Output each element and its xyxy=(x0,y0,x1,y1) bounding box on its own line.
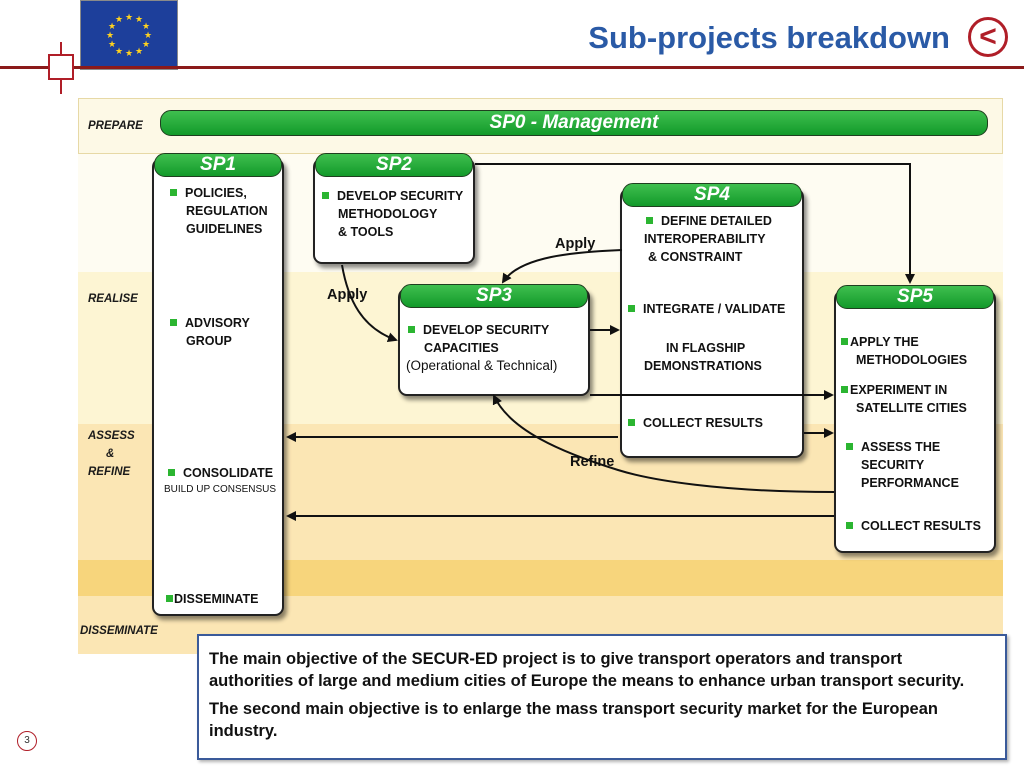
page-number: 3 xyxy=(17,731,37,751)
label-apply-sp4: Apply xyxy=(555,236,596,252)
sp2-item-develop: DEVELOP SECURITY xyxy=(322,187,463,205)
sp1-box xyxy=(152,158,284,616)
sp1-item-policies: POLICIES, xyxy=(170,184,247,202)
svg-text:★: ★ xyxy=(125,13,133,23)
svg-text:★: ★ xyxy=(135,15,143,25)
sp4-item-constraint: & CONSTRAINT xyxy=(648,250,743,264)
svg-text:★: ★ xyxy=(108,40,116,50)
sp5-item-satellite: SATELLITE CITIES xyxy=(856,401,967,415)
arrow-apply-sp4-sp3 xyxy=(501,249,623,284)
sp2-header: SP2 xyxy=(315,153,473,177)
sp1-item-group: GROUP xyxy=(186,334,232,348)
sp5-item-assess: ASSESS THE xyxy=(846,438,940,456)
label-apply-sp2: Apply xyxy=(327,287,368,303)
arrow-refine-sp5-sp3 xyxy=(492,394,835,493)
objective-line-2: authorities of large and medium cities o… xyxy=(209,672,965,690)
sp0-management-bar: SP0 - Management xyxy=(160,110,988,136)
sp5-item-security: SECURITY xyxy=(861,458,925,472)
sp3-item-operational: (Operational & Technical) xyxy=(406,358,558,373)
bullet-icon xyxy=(846,443,853,450)
phase-disseminate: DISSEMINATE xyxy=(80,625,158,637)
svg-text:★: ★ xyxy=(135,47,143,57)
sp4-header: SP4 xyxy=(622,183,802,207)
phase-assess: ASSESS xyxy=(88,430,135,442)
objective-box: The main objective of the SECUR-ED proje… xyxy=(197,634,1007,760)
svg-text:★: ★ xyxy=(106,31,114,41)
arrow-sp2-to-sp5 xyxy=(475,163,915,284)
sp1-item-regulation: REGULATION xyxy=(186,204,268,218)
sp4-box xyxy=(620,188,804,458)
svg-text:★: ★ xyxy=(144,31,152,41)
svg-text:★: ★ xyxy=(142,40,150,50)
sp3-item-develop: DEVELOP SECURITY xyxy=(408,321,549,339)
sp1-item-disseminate: DISSEMINATE xyxy=(166,590,259,608)
svg-text:★: ★ xyxy=(115,47,123,57)
bullet-icon xyxy=(846,522,853,529)
sp4-item-define: DEFINE DETAILED xyxy=(646,212,772,230)
svg-text:★: ★ xyxy=(108,22,116,32)
bullet-icon xyxy=(322,192,329,199)
sp1-item-consensus: BUILD UP CONSENSUS xyxy=(164,484,277,495)
svg-text:★: ★ xyxy=(142,22,150,32)
bullet-icon xyxy=(408,326,415,333)
sp5-item-experiment: EXPERIMENT IN xyxy=(841,381,947,399)
bullet-icon xyxy=(170,189,177,196)
sp3-header: SP3 xyxy=(400,284,588,308)
sp2-item-tools: & TOOLS xyxy=(338,225,394,239)
sp1-header: SP1 xyxy=(154,153,282,177)
sp3-item-capacities: CAPACITIES xyxy=(424,341,499,355)
svg-text:★: ★ xyxy=(125,49,133,59)
svg-text:★: ★ xyxy=(115,15,123,25)
bullet-icon xyxy=(628,419,635,426)
header-divider xyxy=(0,66,1024,69)
back-button[interactable]: < xyxy=(968,17,1008,57)
phase-refine: REFINE xyxy=(88,466,131,478)
page-title: Sub-projects breakdown xyxy=(588,20,950,55)
objective-line-4: industry. xyxy=(209,722,278,740)
label-refine: Refine xyxy=(570,454,615,470)
sp1-item-advisory: ADVISORY xyxy=(170,314,250,332)
bullet-icon xyxy=(166,595,173,602)
phase-realise: REALISE xyxy=(88,293,138,305)
bullet-icon xyxy=(841,386,848,393)
eu-flag-logo: ★★★ ★★★ ★★★ ★★★ xyxy=(80,0,178,70)
sp4-item-integrate: INTEGRATE / VALIDATE xyxy=(628,300,785,318)
sp5-item-methodologies: METHODOLOGIES xyxy=(856,353,968,367)
sp5-item-apply: APPLY THE xyxy=(841,333,919,351)
objective-line-3: The second main objective is to enlarge … xyxy=(209,700,938,718)
sp5-header: SP5 xyxy=(836,285,994,309)
objective-line-1: The main objective of the SECUR-ED proje… xyxy=(209,650,903,668)
arrow-apply-sp2-sp3 xyxy=(341,264,398,343)
sp4-item-demonstrations: DEMONSTRATIONS xyxy=(644,359,762,373)
bullet-icon xyxy=(168,469,175,476)
sp4-item-collect: COLLECT RESULTS xyxy=(628,414,763,432)
sp5-item-performance: PERFORMANCE xyxy=(861,476,959,490)
sp5-item-collect: COLLECT RESULTS xyxy=(846,517,981,535)
sp1-item-consolidate: CONSOLIDATE xyxy=(168,464,273,482)
bullet-icon xyxy=(170,319,177,326)
sp4-item-interoperability: INTEROPERABILITY xyxy=(644,232,766,246)
sp1-item-guidelines: GUIDELINES xyxy=(186,222,263,236)
crosshair-icon xyxy=(48,42,74,94)
bullet-icon xyxy=(628,305,635,312)
phase-prepare: PREPARE xyxy=(88,120,143,132)
phase-assess-and: & xyxy=(106,448,115,460)
eu-stars-icon: ★★★ ★★★ ★★★ ★★★ xyxy=(106,13,152,59)
bullet-icon xyxy=(646,217,653,224)
sp4-item-flagship: IN FLAGSHIP xyxy=(666,341,746,355)
sp2-item-methodology: METHODOLOGY xyxy=(338,207,438,221)
bullet-icon xyxy=(841,338,848,345)
sp5-box xyxy=(834,290,996,553)
